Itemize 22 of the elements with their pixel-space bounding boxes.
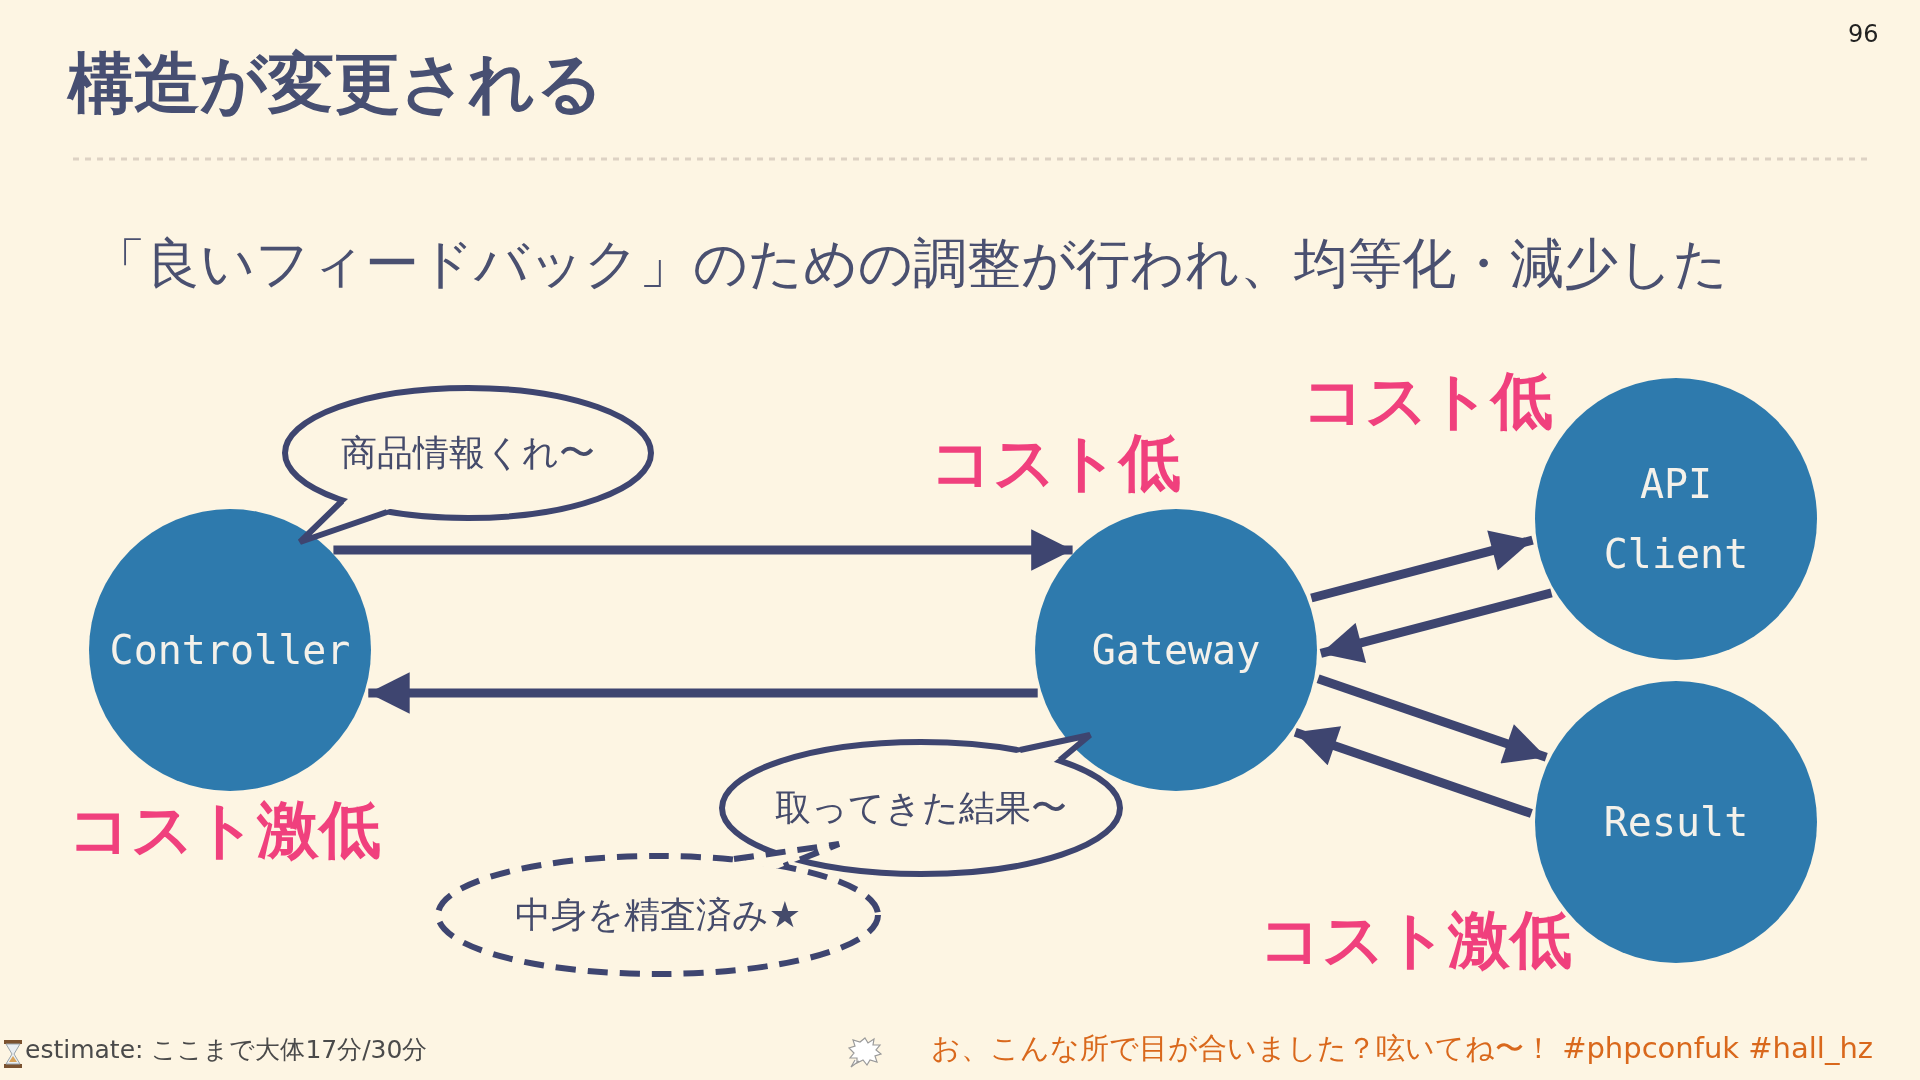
node-label: Gateway [1091,626,1261,675]
cost-annotation: コスト激低 [68,793,381,868]
arrow [1310,530,1534,603]
arrow [368,672,1038,714]
arrow [1319,588,1553,663]
arrow [333,529,1073,571]
cost-annotation: コスト低 [1302,364,1553,439]
bubble-text: 取ってきた結果〜 [775,785,1067,830]
arrow [1316,674,1548,764]
slide-title: 構造が変更される [68,44,604,124]
footer-note: お、こんな所で目が合いました？呟いてね〜！ #phpconfuk #hall_hz [929,1031,1873,1066]
node-label: API Client [1602,460,1750,579]
footer-note: estimate: ここまで大体17分/30分 [25,1035,428,1065]
page-number: 96 [1848,20,1879,49]
subtitle: 「良いフィードバック」のための調整が行われ、均等化・減少した [92,232,1728,297]
cost-annotation: コスト低 [930,426,1181,501]
bubble-text: 商品情報くれ〜 [341,430,595,475]
node-label: Result [1603,798,1749,847]
arrow [1293,726,1533,818]
bubble-text: 中身を精査済み★ [514,892,802,937]
node-label: Controller [109,626,351,675]
cost-annotation: コスト激低 [1259,903,1572,978]
